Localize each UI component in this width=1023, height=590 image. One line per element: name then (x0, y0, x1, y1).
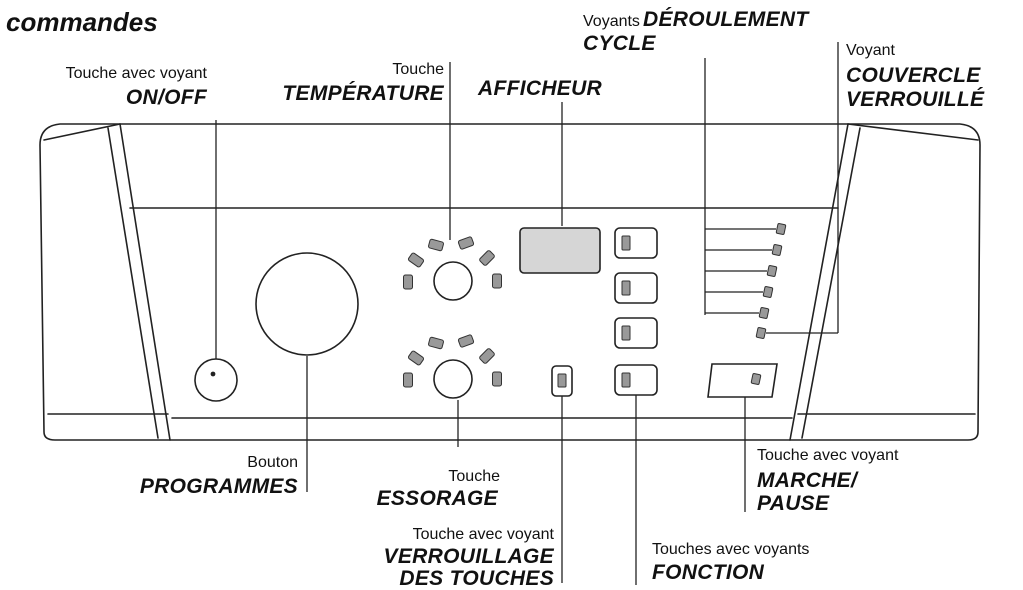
lid-label-1: COUVERCLE (846, 64, 981, 87)
temperature-leds (403, 236, 502, 290)
temperature-label-small: Touche (392, 61, 444, 78)
start-pause-button (707, 363, 778, 398)
temperature-label: TEMPÉRATURE (282, 82, 444, 105)
key-lock-label-2: DES TOUCHES (399, 567, 554, 590)
onoff-label-small: Touche avec voyant (65, 65, 207, 82)
cycle-label-small: Voyants (583, 13, 640, 30)
lid-lock-led-icon (755, 327, 767, 339)
start-pause-led-icon (750, 373, 762, 385)
start-pause-label-2: PAUSE (757, 492, 830, 515)
lid-label-small: Voyant (846, 42, 895, 59)
spin-label: ESSORAGE (376, 487, 498, 510)
cycle-label-1: DÉROULEMENT (643, 8, 809, 31)
key-lock-label-1: VERROUILLAGE (383, 545, 554, 568)
panel-outline (39, 123, 981, 441)
display-screen (519, 227, 601, 274)
key-lock-led-icon (557, 373, 567, 388)
function-buttons (614, 227, 658, 396)
start-pause-label-small: Touche avec voyant (757, 447, 899, 464)
programs-label-small: Bouton (247, 454, 298, 471)
programmes-knob (255, 252, 359, 356)
essorage-knob (433, 359, 473, 399)
page-title: commandes (6, 7, 158, 37)
lid-label-2: VERROUILLÉ (846, 88, 985, 111)
left-side-panel (43, 123, 121, 141)
start-pause-label-1: MARCHE/ (757, 469, 858, 492)
onoff-button (194, 358, 238, 402)
key-lock-label-small: Touche avec voyant (412, 526, 554, 543)
essorage-leds (403, 334, 502, 388)
function-label: FONCTION (652, 561, 765, 584)
display-label: AFFICHEUR (478, 77, 603, 100)
right-side-panel (847, 123, 979, 141)
onoff-led-icon (210, 371, 216, 377)
leader-lines (215, 42, 839, 585)
temperature-knob (433, 261, 473, 301)
programs-label: PROGRAMMES (139, 475, 298, 498)
spin-label-small: Touche (448, 468, 500, 485)
cycle-progress-leds (758, 223, 787, 319)
onoff-label: ON/OFF (125, 86, 207, 109)
cycle-label-2: CYCLE (583, 32, 656, 55)
function-label-small: Touches avec voyants (652, 541, 810, 558)
